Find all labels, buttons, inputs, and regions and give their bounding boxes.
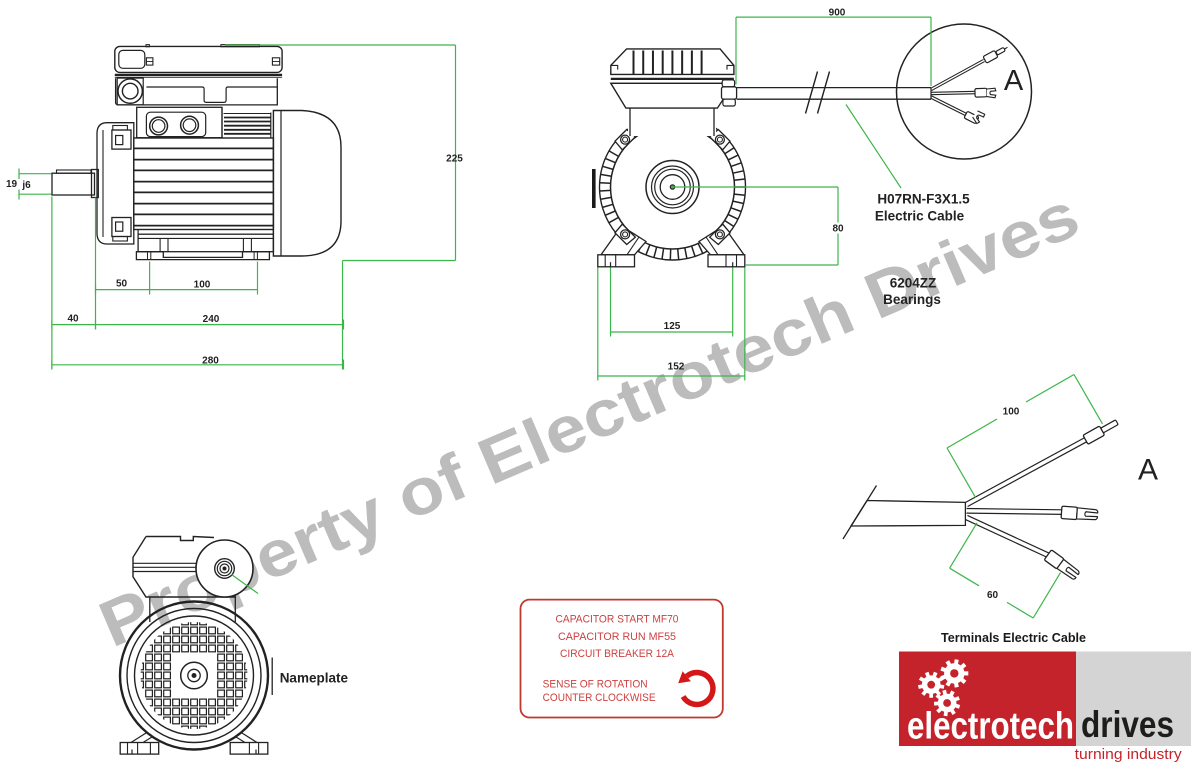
svg-text:CAPACITOR RUN MF55: CAPACITOR RUN MF55 bbox=[558, 631, 676, 643]
svg-text:Nameplate: Nameplate bbox=[280, 671, 349, 686]
svg-text:225: 225 bbox=[446, 154, 463, 165]
svg-text:80: 80 bbox=[832, 224, 844, 235]
svg-text:CAPACITOR START MF70: CAPACITOR START MF70 bbox=[556, 614, 679, 626]
svg-text:280: 280 bbox=[202, 356, 219, 367]
svg-text:900: 900 bbox=[829, 8, 846, 19]
svg-text:6204ZZ: 6204ZZ bbox=[890, 276, 937, 291]
svg-text:COUNTER CLOCKWISE: COUNTER CLOCKWISE bbox=[543, 692, 656, 704]
svg-text:H07RN-F3X1.5: H07RN-F3X1.5 bbox=[877, 192, 970, 207]
svg-text:240: 240 bbox=[203, 314, 220, 325]
svg-text:drives: drives bbox=[1081, 704, 1174, 745]
svg-text:40: 40 bbox=[67, 314, 79, 325]
svg-text:100: 100 bbox=[1003, 407, 1020, 418]
svg-text:A: A bbox=[1004, 65, 1024, 97]
svg-text:electrotech: electrotech bbox=[907, 706, 1074, 748]
svg-text:Electric Cable: Electric Cable bbox=[875, 209, 965, 224]
svg-text:CIRCUIT BREAKER 12A: CIRCUIT BREAKER 12A bbox=[560, 648, 675, 660]
svg-text:SENSE OF ROTATION: SENSE OF ROTATION bbox=[543, 679, 648, 691]
svg-text:50: 50 bbox=[116, 279, 128, 290]
svg-text:turning industry: turning industry bbox=[1075, 746, 1183, 763]
svg-text:A: A bbox=[1138, 454, 1158, 487]
svg-text:125: 125 bbox=[664, 321, 681, 332]
svg-text:j6: j6 bbox=[21, 180, 31, 191]
svg-text:19: 19 bbox=[6, 179, 18, 190]
svg-text:Terminals Electric Cable: Terminals Electric Cable bbox=[941, 630, 1086, 645]
svg-text:152: 152 bbox=[668, 362, 685, 373]
svg-text:100: 100 bbox=[194, 280, 211, 291]
svg-text:60: 60 bbox=[987, 590, 999, 601]
svg-text:Bearings: Bearings bbox=[883, 292, 941, 307]
